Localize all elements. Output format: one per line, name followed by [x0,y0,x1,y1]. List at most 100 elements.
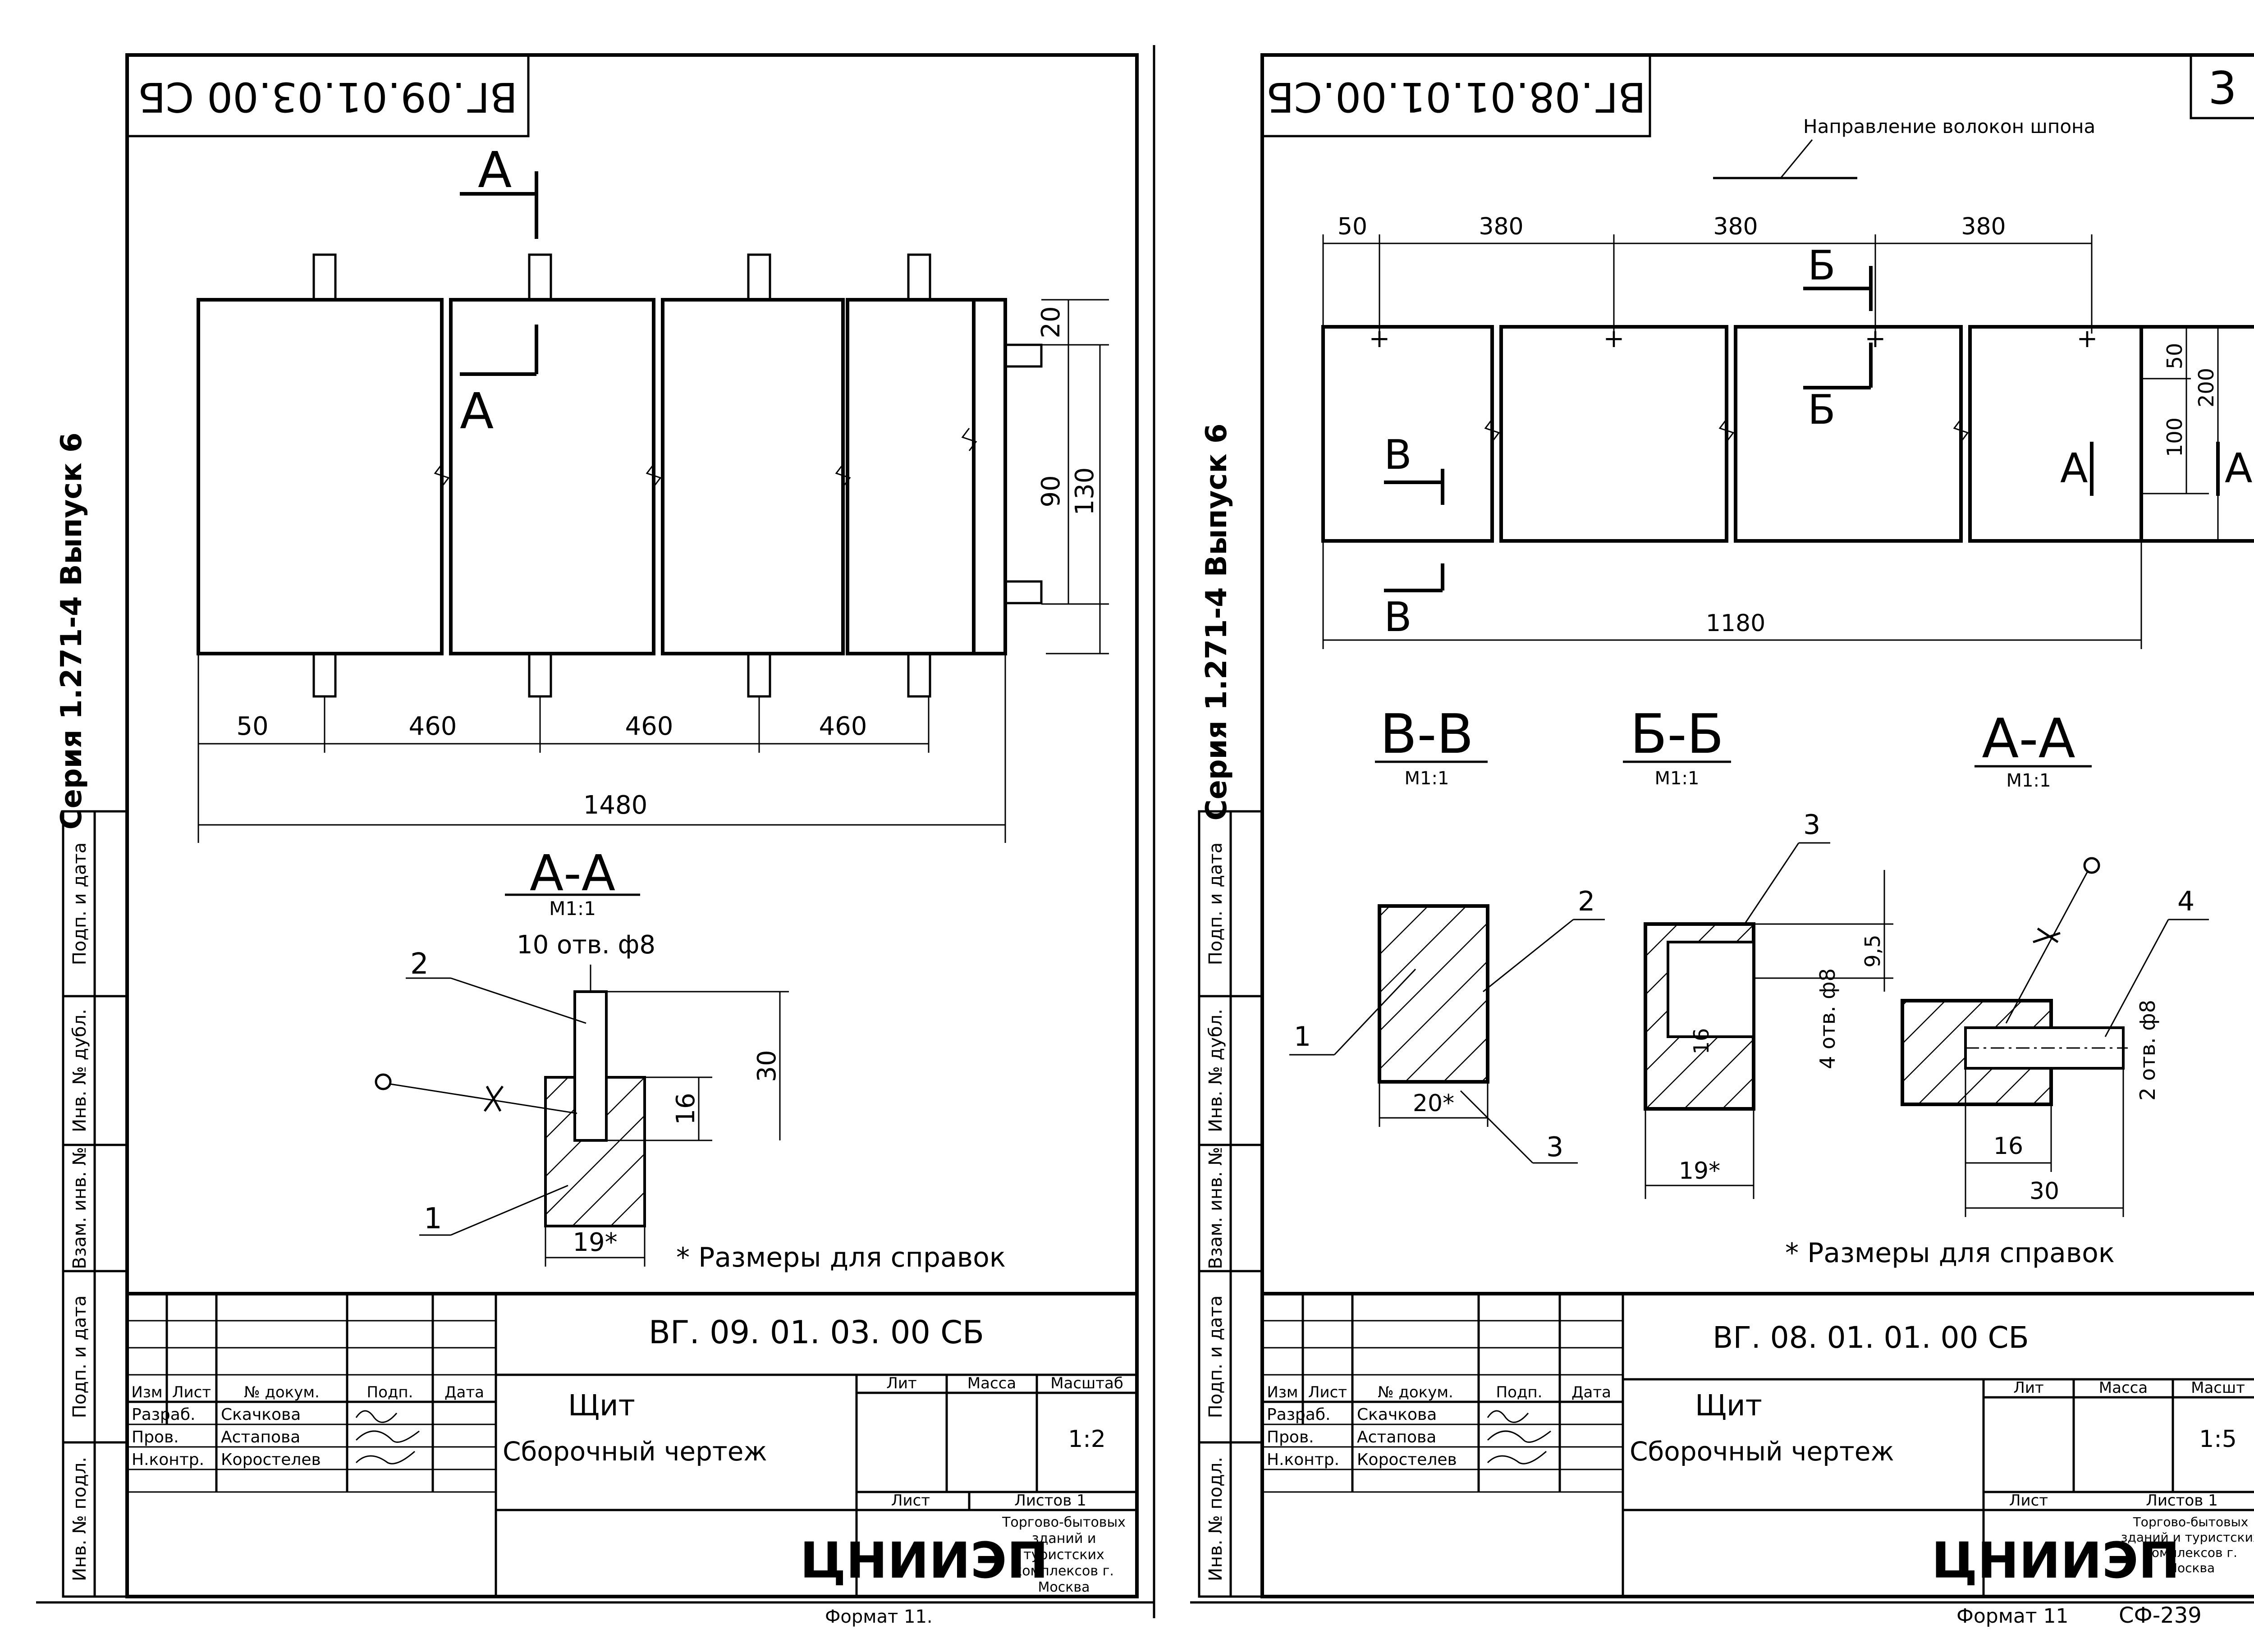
right-margin-label-1: Подп. и дата [1205,1295,1226,1418]
left-tb-head-0: Изм [131,1383,162,1401]
left-section-dim-19: 19* [573,1228,617,1257]
left-tb-role-2: Н.контр. [132,1451,204,1469]
right-tb-head-1: Лист [1308,1383,1347,1401]
left-format: Формат 11. [825,1606,933,1627]
left-tb-name-0: Скачкова [221,1405,301,1424]
right-aa-d30: 30 [2030,1178,2059,1205]
svg-text:+: + [2077,324,2098,353]
left-margin-label-2: Взам. инв. № [69,1147,90,1269]
left-margin-label-3: Инв. № дубл. [69,1009,90,1132]
right-title-block: Изм Лист № докум. Подп. Дата Разраб. Ска… [1262,1292,2254,1597]
weld-symbol-icon [375,1073,392,1090]
right-stamp-code: ВГ.08.01.01.00.СБ [1266,73,1646,120]
left-tb-org: Торгово-бытовых зданий и туристских комп… [1002,1515,1126,1595]
left-series-label: Серия 1.271-4 Выпуск 6 [55,433,88,830]
left-dim-20: 20 [1036,306,1066,338]
right-tb-name-0: Скачкова [1357,1405,1437,1424]
left-dim-90: 90 [1036,475,1066,507]
right-tb-mass: Масса [2099,1379,2148,1397]
right-dim-380-a: 380 [1479,213,1523,240]
right-bb-holes: 4 отв. ф8 [1815,968,1840,1069]
left-callout-2: 2 [410,947,429,981]
left-margin-strip: Инв. № подл. Подп. и дата Взам. инв. № И… [62,810,128,1598]
right-tb-org-box: Торгово-бытовых зданий и туристских комп… [2121,1515,2254,1575]
left-tb-sheets: Листов 1 [1014,1492,1086,1510]
right-tb-role-0: Разраб. [1267,1405,1330,1424]
left-title-block: Изм Лист № докум. Подп. Дата Разраб. Ска… [125,1292,1139,1598]
right-aa-holes: 2 отв. ф8 [2135,1000,2160,1101]
right-stamp-box [1261,54,1651,137]
right-tb-scale-label: Масшт [2191,1379,2245,1397]
left-tb-head-4: Дата [444,1383,484,1401]
left-section-mark-bottom: А [460,382,494,440]
right-tb-subtitle: Сборочный чертеж [1630,1436,1894,1467]
right-margin-label-2: Взам. инв. № [1205,1147,1226,1269]
left-tb-org-box: Торгово-бытовых зданий и туристских комп… [1002,1515,1126,1595]
right-bb-d16: 16 [1689,1028,1713,1055]
grain-note: Направление волокон шпона [1803,115,2095,137]
left-section-aa-holes: 10 отв. ф8 [517,930,655,960]
right-section-aa: А-А М1:1 4 2 отв. ф8 16 30 [1901,708,2209,1217]
right-tb-name: Щит [1695,1389,1762,1423]
left-tb-org-logo: ЦНИИЭП [800,1532,1048,1589]
left-stamp-box [126,54,530,137]
left-tb-code: ВГ. 09. 01. 03. 00 СБ [649,1314,984,1351]
right-tb-sheet: Лист [2009,1492,2048,1510]
right-mark-a2: А [2225,445,2253,492]
right-aa-scale: М1:1 [2007,770,2051,791]
left-tb-name: Щит [568,1389,635,1423]
left-dim-460-a: 460 [409,712,457,741]
right-tb-head-0: Изм [1267,1383,1298,1401]
left-tb-scale-label: Масштаб [1050,1374,1123,1392]
right-section-vv: В-В М1:1 20* 1 2 3 [1289,703,1605,1164]
right-tb-name-2: Коростелев [1357,1451,1457,1469]
left-tb-mass: Масса [967,1374,1016,1392]
left-margin-label-0: Инв. № подл. [69,1457,90,1581]
right-tb-role-1: Пров. [1267,1428,1314,1446]
right-tb-head-4: Дата [1571,1383,1611,1401]
right-vv-c2: 2 [1578,886,1595,917]
left-dim-130: 130 [1070,467,1100,516]
left-tb-scale: 1:2 [1068,1426,1106,1453]
right-vv-scale: М1:1 [1405,768,1449,789]
right-bb-c3: 3 [1803,809,1820,841]
left-section-dim-16: 16 [671,1093,701,1125]
left-dim-50: 50 [236,712,268,741]
left-tb-role-0: Разраб. [132,1405,195,1424]
right-dim-380-b: 380 [1713,213,1758,240]
right-bb-title: Б-Б [1630,703,1724,766]
left-sheet: ВГ.09.01.03.00 СБ Серия 1.271-4 Выпуск 6… [55,53,1139,1627]
left-dim-460-c: 460 [819,712,867,741]
left-tb-head-2: № докум. [244,1383,320,1401]
right-frame [1260,53,2254,1598]
left-tb-lit: Лит [886,1374,916,1392]
left-section-aa-scale: М1:1 [549,897,596,920]
left-callout-1: 1 [424,1202,442,1236]
left-tb-name-2: Коростелев [221,1451,321,1469]
right-mark-b1: Б [1808,242,1836,289]
left-frame [125,53,1139,1598]
left-section-aa: А-А М1:1 10 отв. ф8 30 16 19* 2 [375,844,789,1267]
right-tb-lit: Лит [2013,1379,2043,1397]
right-tb-org-logo: ЦНИИЭП [1931,1532,2180,1589]
right-bb-d95: 9,5 [1860,934,1885,967]
right-dim-50v: 50 [2162,343,2187,370]
right-dim-1180: 1180 [1706,610,1765,637]
right-aa-c4: 4 [2177,886,2194,917]
right-bb-dim: 19* [1679,1158,1720,1185]
right-bb-scale: М1:1 [1655,768,1700,789]
right-tb-code: ВГ. 08. 01. 01. 00 СБ [1713,1320,2029,1355]
left-section-aa-title: А-А [530,844,615,902]
left-dim-1480: 1480 [583,791,648,820]
right-plan-view: + + + + 50 380 380 380 1180 Б Б [1321,213,2254,649]
right-dim-200: 200 [2194,368,2218,407]
right-tb-scale: 1:5 [2199,1426,2237,1453]
right-mark-v1: В [1384,431,1412,479]
right-tb-sheets: Листов 1 [2146,1492,2217,1510]
left-tb-subtitle: Сборочный чертеж [503,1436,767,1467]
left-tb-sheet: Лист [891,1492,930,1510]
left-note: * Размеры для справок [676,1242,1006,1273]
right-margin-label-4: Подп. и дата [1205,842,1226,965]
right-dim-50: 50 [1338,213,1367,240]
